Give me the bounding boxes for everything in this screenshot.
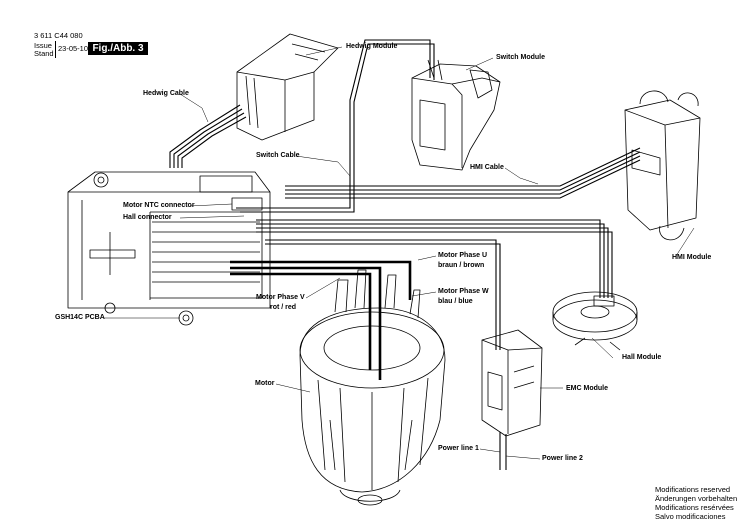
figure-badge: Fig./Abb. 3 — [88, 42, 148, 55]
label-motor-phase-u-color: braun / brown — [438, 262, 485, 269]
pcba-shape — [67, 171, 271, 326]
label-motor-phase-v-color: rot / red — [270, 304, 297, 311]
stand-label: Stand — [34, 49, 54, 58]
label-switch-module: Switch Module — [496, 54, 545, 61]
emc-module-shape — [481, 329, 543, 437]
switch-module-shape — [411, 59, 501, 171]
label-motor-phase-w: Motor Phase W — [438, 288, 489, 295]
hall-module-shape — [552, 291, 638, 351]
footer-line-4: Salvo modificaciones — [655, 512, 726, 521]
label-hall-connector: Hall connector — [123, 214, 172, 221]
hmi-module-shape — [624, 90, 701, 241]
label-hmi-cable: HMI Cable — [470, 164, 504, 171]
issue-date: 23-05-10 — [58, 44, 89, 53]
hedwig-module-shape — [236, 33, 339, 141]
label-hedwig-module: Hedwig Module — [346, 43, 398, 50]
issue-label: Issue — [34, 41, 52, 50]
label-motor-phase-w-color: blau / blue — [438, 298, 473, 305]
label-hall-module: Hall Module — [622, 354, 662, 361]
label-motor: Motor — [255, 380, 275, 387]
label-motor-ntc-connector: Motor NTC connector — [123, 202, 195, 209]
label-emc-module: EMC Module — [566, 385, 608, 392]
label-switch-cable: Switch Cable — [256, 152, 300, 159]
footer-line-1: Modifications reserved — [655, 485, 731, 494]
label-power-line-2: Power line 2 — [542, 455, 583, 462]
label-hmi-module: HMI Module — [672, 254, 712, 261]
label-power-line-1: Power line 1 — [438, 445, 479, 452]
label-hedwig-cable: Hedwig Cable — [143, 90, 189, 97]
label-motor-phase-v: Motor Phase V — [256, 294, 305, 301]
part-number: 3 611 C44 080 — [34, 31, 83, 40]
header-divider — [55, 41, 56, 58]
footer-line-2: Änderungen vorbehalten — [655, 494, 738, 503]
label-motor-phase-u: Motor Phase U — [438, 252, 488, 259]
label-pcba: GSH14C PCBA — [55, 314, 105, 321]
motor-shape — [299, 269, 446, 506]
footer-line-3: Modifications resérvées — [655, 503, 734, 512]
